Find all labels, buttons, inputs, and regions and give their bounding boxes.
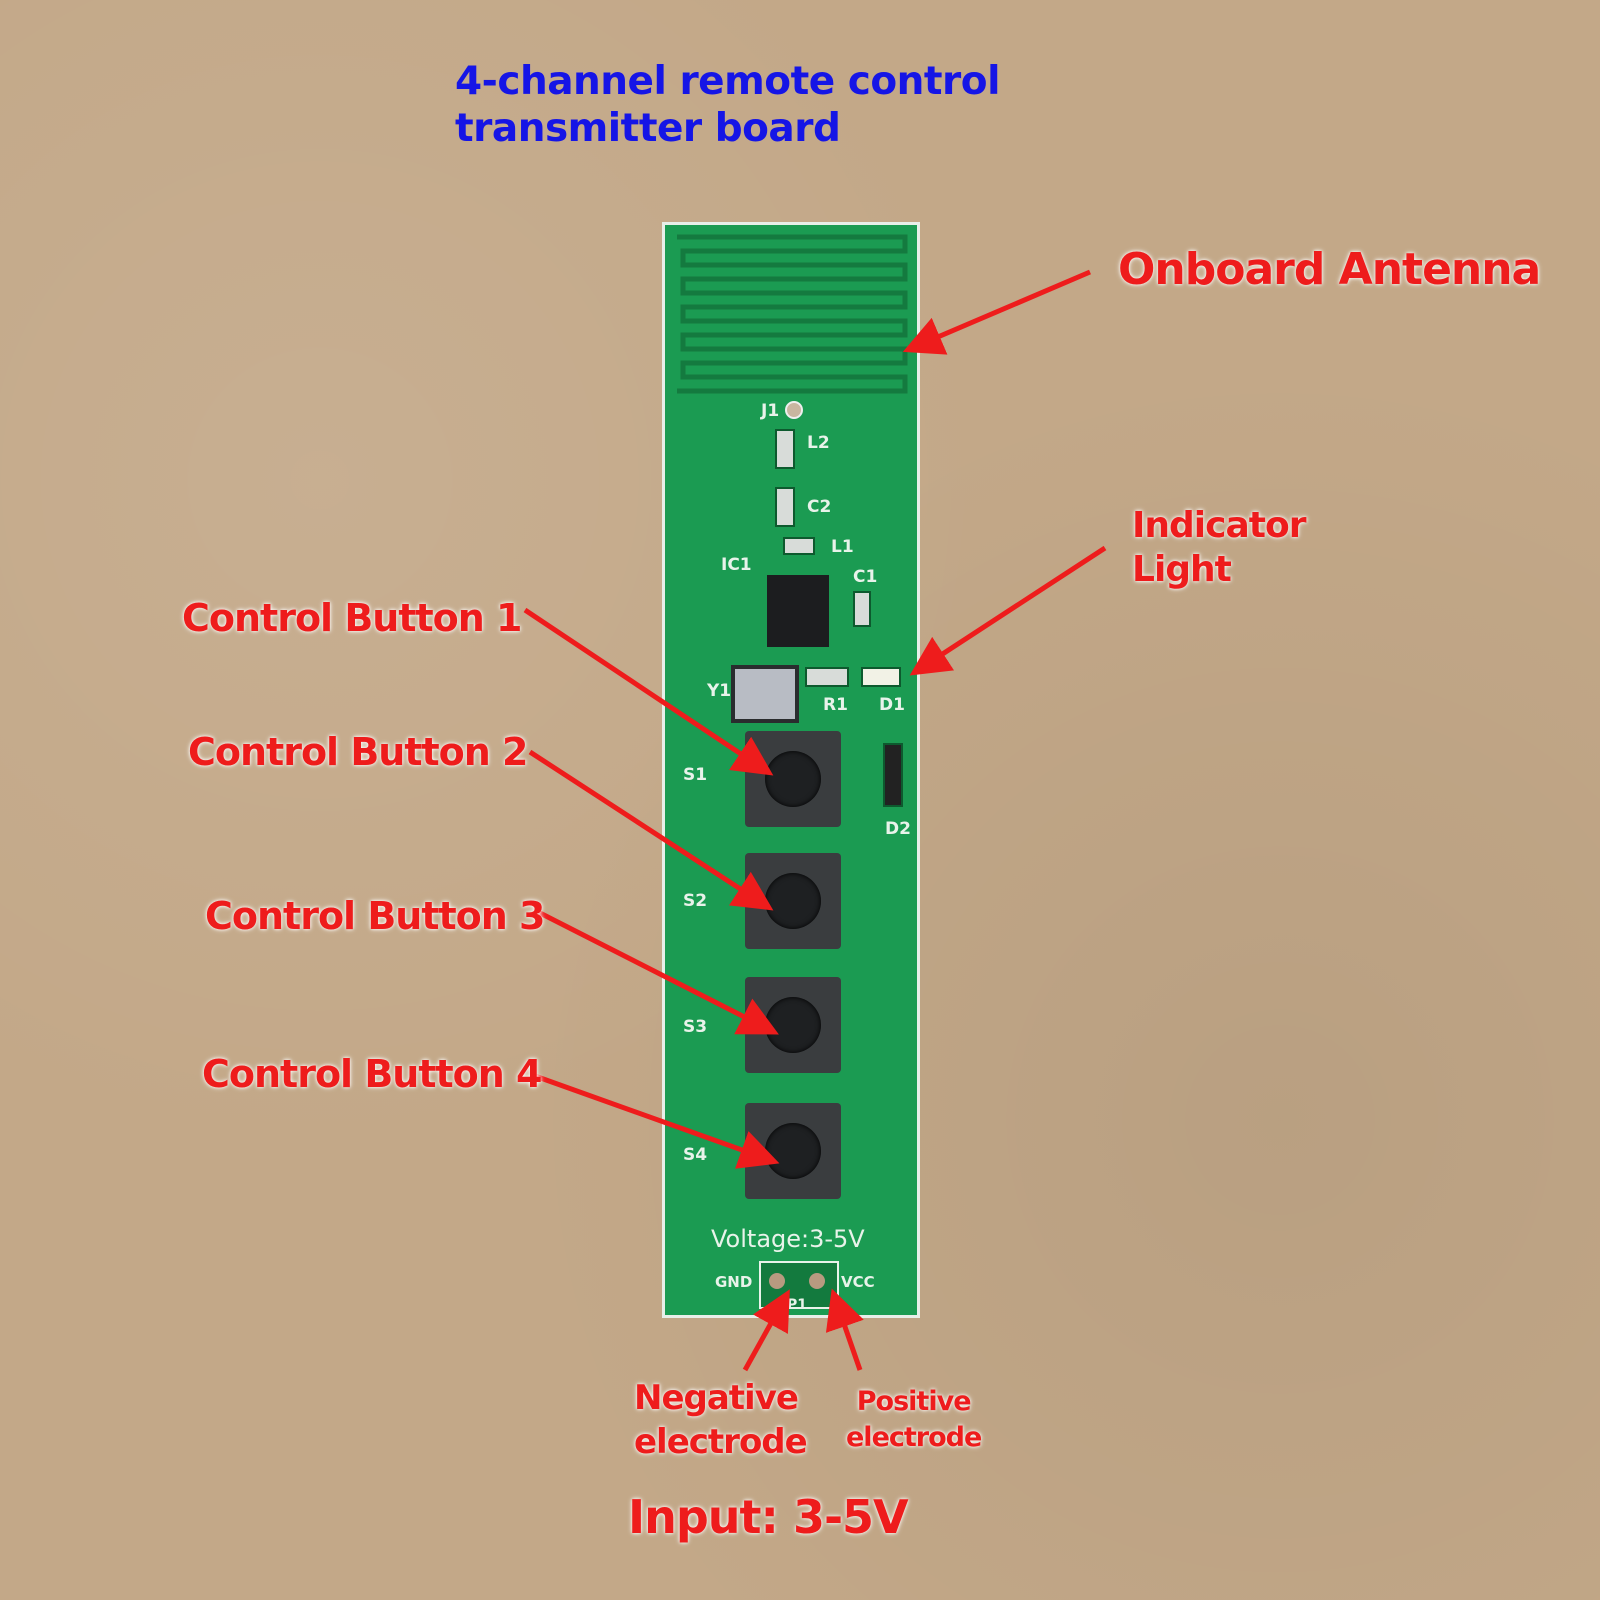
callout-input-voltage: Input: 3-5V bbox=[628, 1490, 909, 1544]
callout-negative-line-2: electrode bbox=[634, 1422, 808, 1462]
capacitor-c2 bbox=[775, 487, 795, 527]
label-s3: S3 bbox=[683, 1017, 708, 1037]
label-s1: S1 bbox=[683, 765, 708, 785]
label-r1: R1 bbox=[823, 695, 848, 715]
label-l1: L1 bbox=[831, 537, 854, 557]
inductor-l2 bbox=[775, 429, 795, 469]
resistor-r1 bbox=[805, 667, 849, 687]
label-c2: C2 bbox=[807, 497, 832, 517]
crystal-y1 bbox=[731, 665, 799, 723]
arrow-button-4 bbox=[534, 1073, 780, 1169]
callout-negative-line-1: Negative bbox=[634, 1378, 799, 1418]
callout-indicator-line-2: Light bbox=[1132, 549, 1232, 590]
label-s4: S4 bbox=[683, 1145, 708, 1165]
callout-button-3: Control Button 3 bbox=[205, 894, 545, 938]
label-voltage: Voltage:3-5V bbox=[711, 1225, 865, 1253]
capacitor-c1 bbox=[853, 591, 871, 627]
label-ic1: IC1 bbox=[721, 555, 752, 575]
callout-positive-line-2: electrode bbox=[846, 1422, 982, 1453]
arrow-button-2 bbox=[528, 749, 774, 911]
label-d1: D1 bbox=[879, 695, 905, 715]
label-y1: Y1 bbox=[707, 681, 732, 701]
callout-positive-line-1: Positive bbox=[856, 1386, 972, 1417]
callout-antenna: Onboard Antenna bbox=[1118, 244, 1541, 295]
arrow-button-1 bbox=[523, 607, 774, 776]
label-j1: J1 bbox=[761, 401, 780, 421]
label-l2: L2 bbox=[807, 433, 830, 453]
title-line-1: 4-channel remote control bbox=[455, 59, 1000, 104]
title-line-2: transmitter board bbox=[455, 106, 841, 151]
callout-button-1: Control Button 1 bbox=[182, 596, 522, 640]
label-s2: S2 bbox=[683, 891, 708, 911]
label-gnd: GND bbox=[715, 1273, 753, 1291]
antenna-trace bbox=[677, 234, 908, 394]
label-vcc: VCC bbox=[841, 1273, 875, 1291]
ic1-chip bbox=[767, 575, 829, 647]
power-connector-p1 bbox=[759, 1261, 839, 1309]
label-c1: C1 bbox=[853, 567, 878, 587]
gnd-pad bbox=[769, 1273, 785, 1289]
arrow-negative bbox=[742, 1289, 790, 1372]
callout-negative: Negative electrode bbox=[634, 1376, 808, 1464]
arrow-indicator bbox=[909, 545, 1107, 676]
page-title: 4-channel remote control transmitter boa… bbox=[455, 58, 1000, 152]
arrow-positive bbox=[825, 1288, 864, 1371]
inductor-l1 bbox=[783, 537, 815, 555]
callout-positive: Positive electrode bbox=[846, 1384, 982, 1456]
callout-indicator: Indicator Light bbox=[1132, 504, 1306, 592]
vcc-pad bbox=[809, 1273, 825, 1289]
callout-indicator-line-1: Indicator bbox=[1132, 505, 1306, 546]
pcb-board: J1 L2 C2 L1 IC1 C1 Y1 R1 D1 D2 S1 S2 S3 … bbox=[662, 222, 920, 1318]
callout-button-4: Control Button 4 bbox=[202, 1052, 542, 1096]
label-p1: P1 bbox=[787, 1297, 808, 1313]
control-button-2[interactable] bbox=[745, 853, 841, 949]
arrow-antenna bbox=[902, 269, 1091, 355]
arrow-button-3 bbox=[536, 909, 779, 1035]
callout-button-2: Control Button 2 bbox=[188, 730, 528, 774]
antenna-pad bbox=[785, 401, 803, 419]
indicator-led-d1 bbox=[861, 667, 901, 687]
label-d2: D2 bbox=[885, 819, 911, 839]
diode-d2 bbox=[883, 743, 903, 807]
